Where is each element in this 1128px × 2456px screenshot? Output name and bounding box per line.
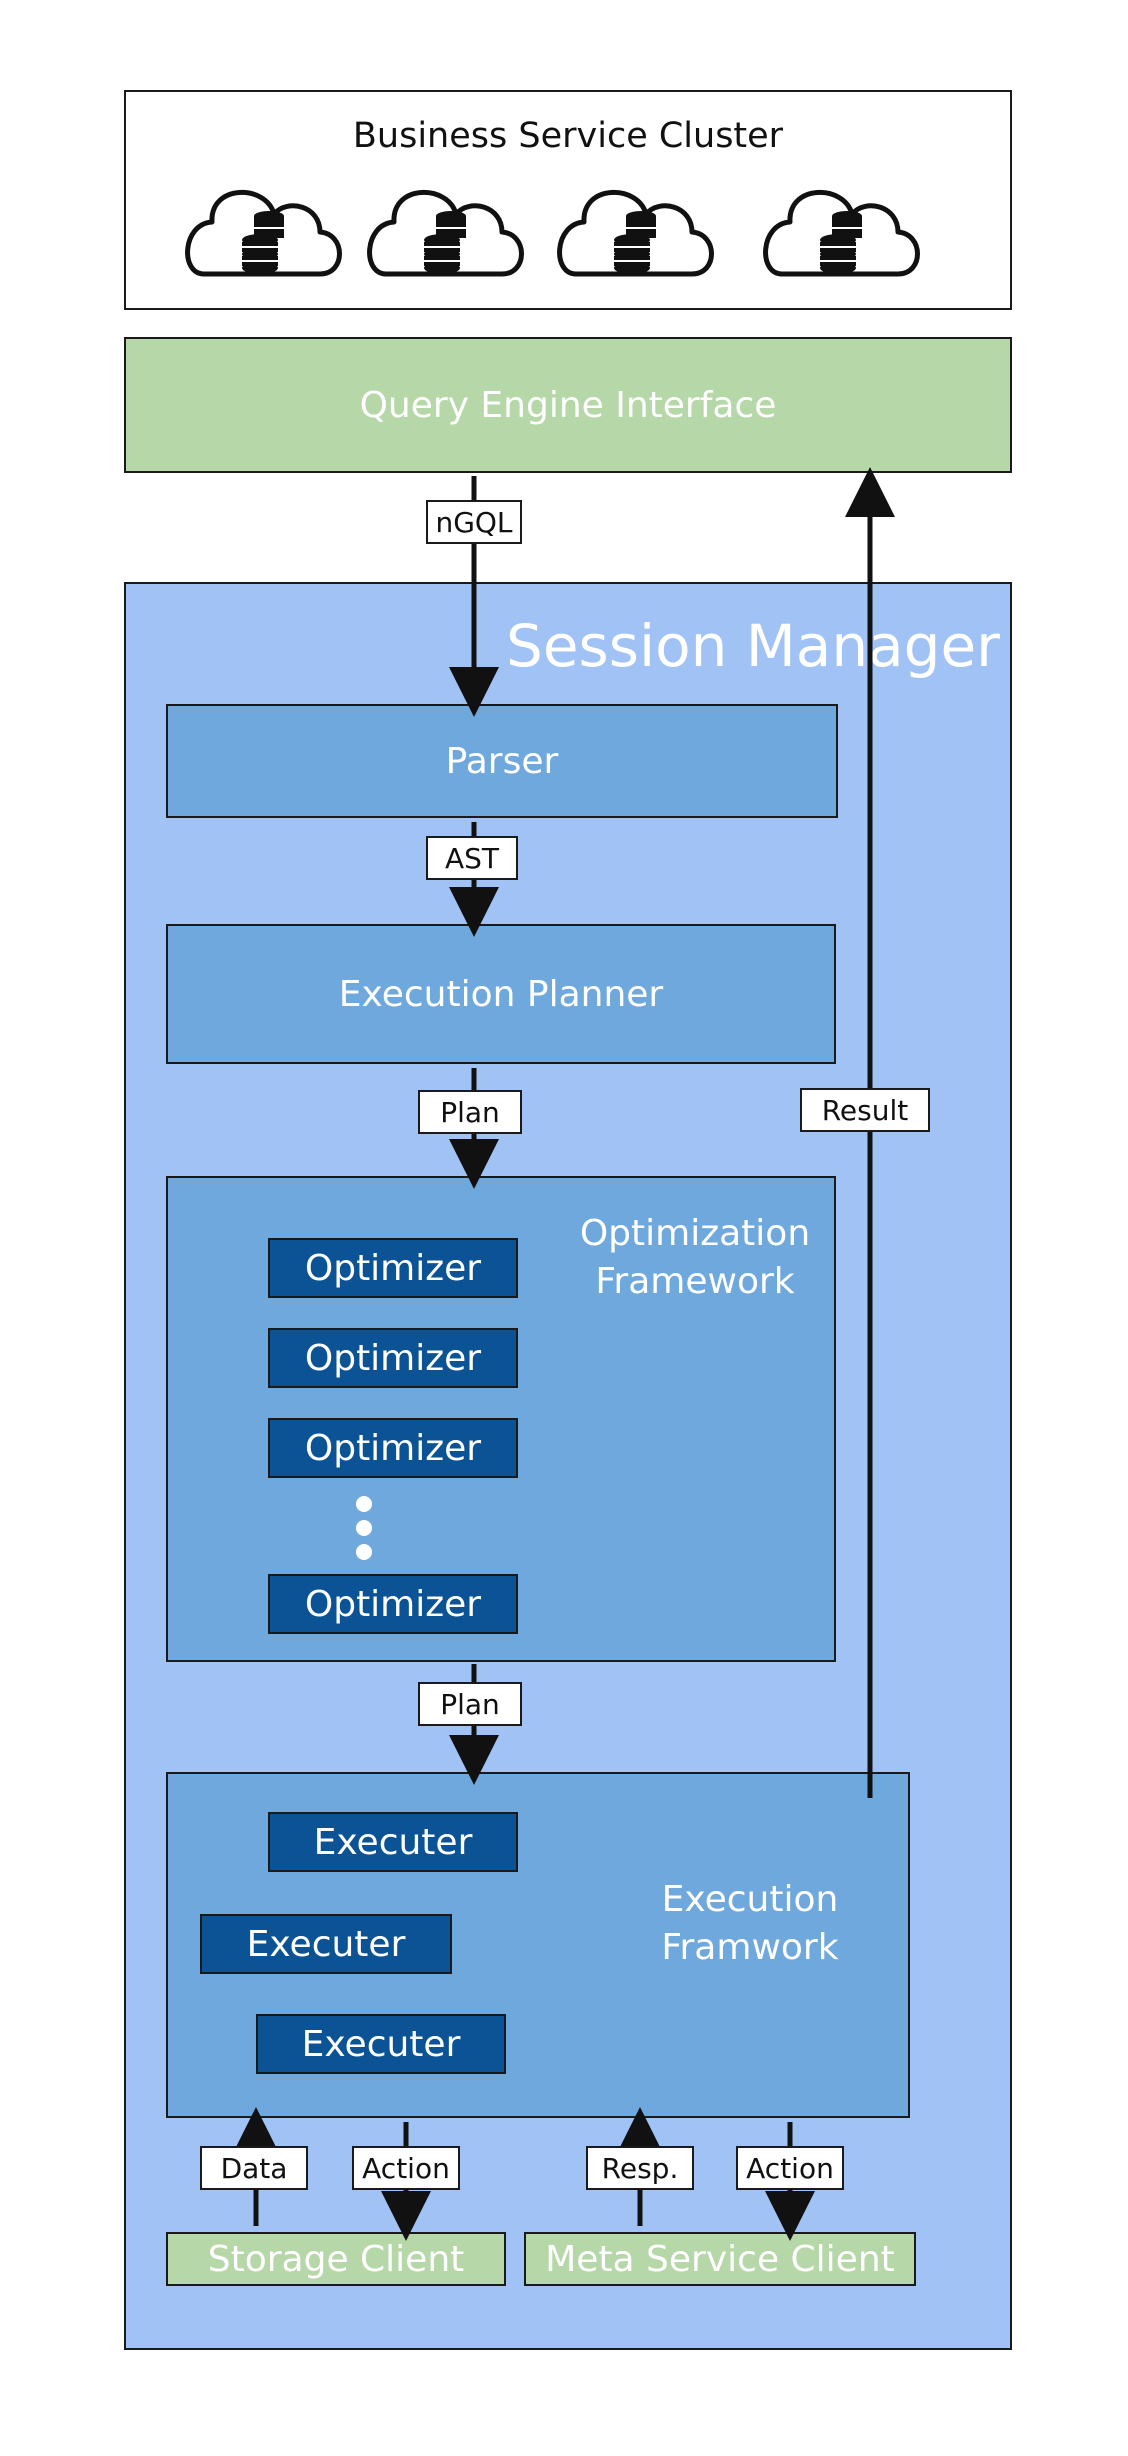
optimization-title-line1: Optimization: [579, 1213, 811, 1254]
query-engine-interface-label: Query Engine Interface: [359, 384, 777, 426]
action-tag: Action: [736, 2146, 844, 2190]
executer-block: Executer: [268, 1812, 518, 1872]
executer-block: Executer: [256, 2014, 506, 2074]
optimizer-block: Optimizer: [268, 1574, 518, 1634]
parser-block: Parser: [166, 704, 838, 818]
result-tag: Result: [800, 1088, 930, 1132]
execution-planner-block: Execution Planner: [166, 924, 836, 1064]
ellipsis-dot: [356, 1520, 372, 1536]
resp-tag: Resp.: [586, 2146, 694, 2190]
optimizer-block: Optimizer: [268, 1418, 518, 1478]
execution-title-line2: Framwork: [661, 1927, 839, 1968]
ngql-tag: nGQL: [426, 500, 522, 544]
optimization-framework-title: Optimization Framework: [560, 1210, 830, 1306]
plan-tag: Plan: [418, 1682, 522, 1726]
ellipsis-dot: [356, 1544, 372, 1560]
data-tag: Data: [200, 2146, 308, 2190]
execution-framework-title: Execution Framwork: [620, 1876, 880, 1972]
session-manager-title: Session Manager: [506, 612, 1000, 680]
plan-tag: Plan: [418, 1090, 522, 1134]
storage-client: Storage Client: [166, 2232, 506, 2286]
optimizer-block: Optimizer: [268, 1328, 518, 1388]
ast-tag: AST: [426, 836, 518, 880]
meta-service-client: Meta Service Client: [524, 2232, 916, 2286]
execution-title-line1: Execution: [661, 1879, 839, 1920]
optimizer-block: Optimizer: [268, 1238, 518, 1298]
executer-block: Executer: [200, 1914, 452, 1974]
ellipsis-dot: [356, 1496, 372, 1512]
optimization-title-line2: Framework: [595, 1261, 795, 1302]
cluster-title: Business Service Cluster: [352, 116, 784, 156]
action-tag: Action: [352, 2146, 460, 2190]
query-engine-interface: [124, 337, 1012, 473]
